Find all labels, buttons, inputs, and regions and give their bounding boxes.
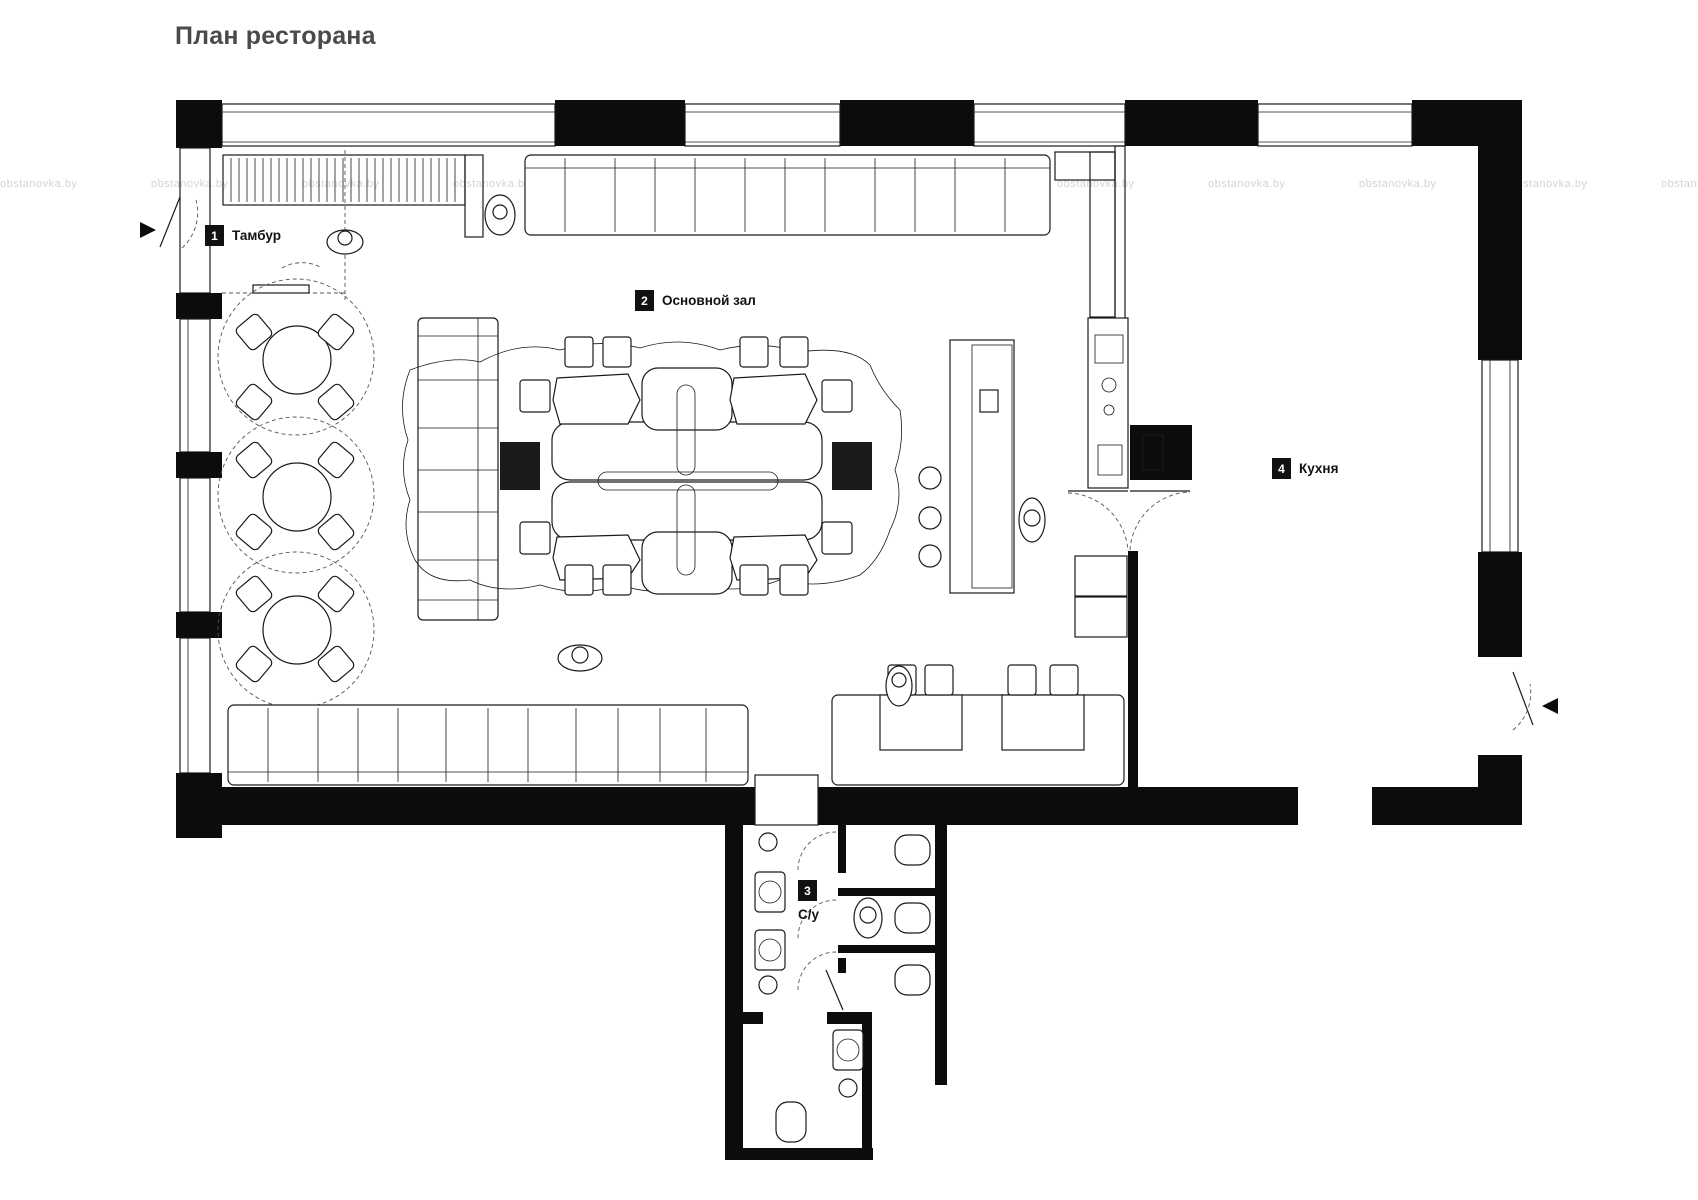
vestibule	[222, 150, 484, 300]
person-icon	[1018, 497, 1046, 543]
entrance-arrow-icon	[1542, 698, 1558, 714]
toilet-icon	[775, 834, 931, 1143]
bar-counter	[918, 339, 1015, 594]
person-icon	[326, 229, 364, 255]
room-label-kitchen: 4 Кухня	[1272, 458, 1338, 479]
person-icon	[853, 897, 883, 939]
sink-icon	[754, 832, 864, 1098]
room-label-wc: 3 С/у	[798, 880, 819, 922]
person-icon	[557, 644, 603, 672]
walls	[176, 100, 1522, 1160]
kitchen-equipment	[1074, 317, 1192, 638]
rug	[402, 341, 903, 592]
sofa-row-bottom	[227, 704, 749, 786]
person-icon	[484, 194, 516, 236]
banquette	[831, 664, 1125, 786]
door-swing-icon	[159, 196, 1534, 731]
room-label-main-hall: 2 Основной зал	[635, 290, 756, 311]
round-table-group	[217, 278, 375, 709]
door-swing-icon	[797, 831, 844, 1011]
sofa-column	[417, 317, 499, 621]
person-icon	[885, 665, 913, 707]
sofa-row-top	[524, 151, 1116, 318]
room-label-vestibule: 1 Тамбур	[205, 225, 281, 246]
page-title: План ресторана	[175, 22, 376, 50]
central-table	[500, 336, 872, 596]
entrance-arrow-icon	[140, 222, 156, 238]
